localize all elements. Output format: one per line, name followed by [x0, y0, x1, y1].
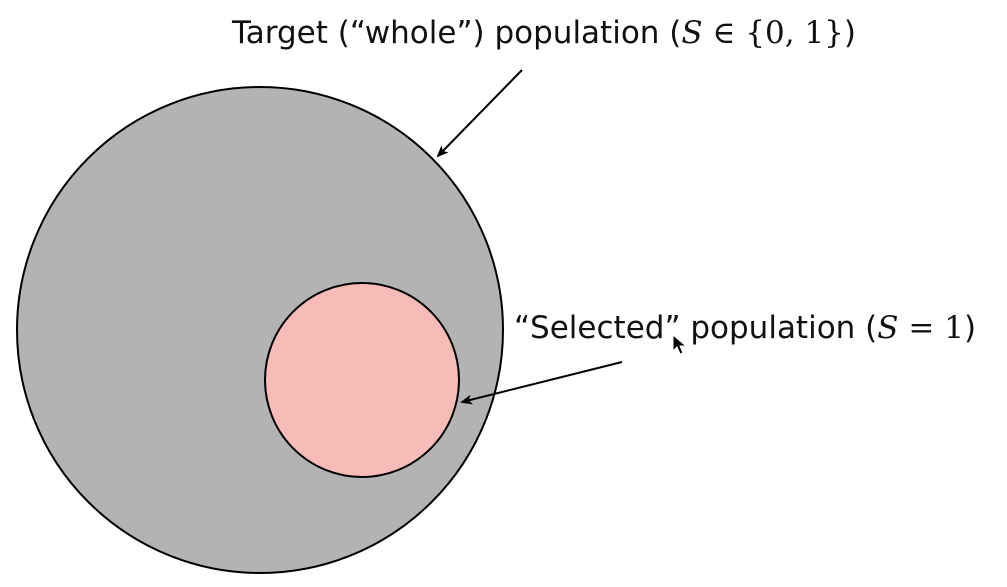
selected-arrow — [460, 361, 623, 405]
target-arrow — [436, 69, 523, 158]
mouse-cursor-icon — [672, 334, 688, 355]
selected-population-label: “Selected” population (S = 1) — [514, 313, 976, 344]
selected-label-prefix: “Selected” population ( — [514, 310, 878, 346]
target-label-prefix: Target (“whole”) population ( — [232, 15, 682, 51]
selected-label-math-var: S — [877, 310, 899, 346]
target-label-math-rest: ∈ {0, 1} — [702, 15, 844, 51]
selected-label-suffix: ) — [963, 310, 977, 346]
target-population-label: Target (“whole”) population (S ∈ {0, 1}) — [232, 18, 856, 49]
target-label-suffix: ) — [843, 15, 857, 51]
selected-population-circle — [264, 282, 460, 478]
selected-label-math-rest: = 1 — [898, 310, 964, 346]
target-label-math-var: S — [681, 15, 703, 51]
